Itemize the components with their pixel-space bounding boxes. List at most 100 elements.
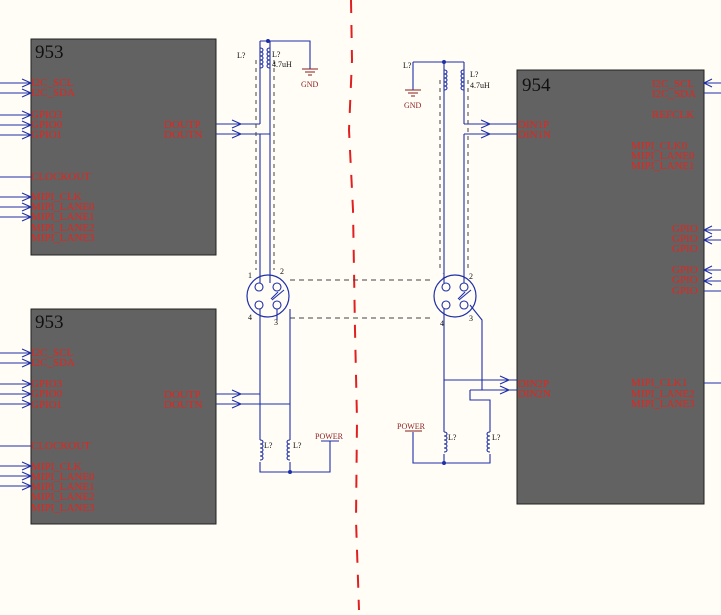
inductor-pair-left-top: L? L? 4.7uH GND (237, 39, 319, 134)
connector-pin-number: 2 (469, 272, 473, 281)
inductor-ref: L? (272, 50, 281, 59)
pin-label: DIN2P (518, 378, 549, 390)
pin-label: GPIO (672, 285, 698, 297)
inductor-value: 4.7uH (470, 81, 490, 90)
pin-label: I2C_SDA (31, 87, 75, 99)
pin-label: MIPI_CLK (31, 191, 82, 203)
pin-label: I2C_SCL (652, 78, 694, 90)
pin-label: GPIO (672, 264, 698, 276)
pin-label: MIPI_LANE3 (631, 398, 695, 410)
pin-label: GPIO (672, 274, 698, 286)
inductor-icon (266, 47, 271, 69)
pin-label: GPIO (672, 233, 698, 245)
inductor-ref: L? (403, 61, 412, 70)
pin-label: MIPI_CLK1 (631, 377, 687, 389)
pin-label: DOUTP (164, 119, 201, 131)
chip-pin-labels: I2C_SCL I2C_SDA REFCLK MIPI_CLK0 MIPI_LA… (518, 78, 698, 410)
pin-label: MIPI_LANE1 (31, 211, 95, 223)
inductor-ref: L? (492, 433, 501, 442)
chip-body (30, 38, 217, 256)
pin-label: MIPI_LANE2 (631, 388, 695, 400)
chip-pin-labels: I2C_SCL I2C_SDA GPIO3 GPIO0 GPIO1 CLOCKO… (31, 77, 203, 244)
pin-label: DOUTN (164, 399, 203, 411)
ground-icon (302, 68, 318, 76)
inductor-pair-right-top: L? L? 4.7uH GND (403, 60, 490, 134)
chip-output-pins (216, 389, 290, 409)
chip-title: 954 (522, 75, 551, 96)
inductor-ref: L? (448, 433, 457, 442)
pin-label: MIPI_LANE0 (31, 201, 95, 213)
connector-pin-number: 4 (440, 319, 444, 328)
chip-953-top: 953 I2C_SCL I2C_SDA GPIO3 GPIO0 GPIO1 CL… (0, 38, 270, 256)
inductor-icon (259, 47, 264, 69)
chip-body (516, 69, 705, 505)
inductor-pair-left-bottom: L? L? POWER (259, 394, 344, 474)
pin-label: GPIO3 (31, 378, 63, 390)
pin-label: CLOCKOUT (31, 440, 91, 452)
divider-line (347, 0, 360, 611)
pin-label: MIPI_LANE2 (31, 491, 95, 503)
power-label: POWER (397, 422, 426, 431)
pin-label: MIPI_LANE1 (31, 481, 95, 493)
inductor-icon (443, 69, 448, 91)
inductor-ref: L? (293, 441, 302, 450)
pin-label: MIPI_LANE3 (31, 232, 95, 244)
pin-label: DIN2N (518, 388, 551, 400)
chip-left-pins (0, 78, 33, 222)
chip-input-pins (444, 119, 517, 395)
pin-label: MIPI_LANE0 (631, 150, 695, 162)
pin-label: GPIO3 (31, 109, 63, 121)
pin-label: I2C_SCL (31, 77, 73, 89)
inductor-pair-right-bottom: L? L? POWER (397, 380, 501, 465)
pin-label: GPIO0 (31, 119, 63, 131)
pin-label: MIPI_LANE2 (31, 222, 95, 234)
pin-label: MIPI_LANE0 (31, 471, 95, 483)
chip-body (30, 308, 217, 525)
connector-pin-number: 3 (274, 318, 278, 327)
chip-right-pins (702, 78, 721, 384)
pin-label: GPIO (672, 223, 698, 235)
inductor-value: 4.7uH (272, 60, 292, 69)
chip-output-pins (216, 119, 270, 139)
ground-icon (405, 89, 421, 97)
connector-pin-number: 2 (280, 267, 284, 276)
inductor-icon (486, 431, 491, 453)
pin-label: CLOCKOUT (31, 171, 91, 183)
pin-label: DIN1N (518, 129, 551, 141)
inductor-icon (443, 431, 448, 453)
gnd-label: GND (404, 101, 422, 110)
pin-label: REFCLK (652, 109, 694, 121)
inductor-ref: L? (237, 51, 246, 60)
pin-label: MIPI_CLK (31, 461, 82, 473)
pin-label: GPIO1 (31, 129, 62, 141)
pin-label: DIN1P (518, 119, 549, 131)
chip-title: 953 (35, 42, 64, 63)
chip-title: 953 (35, 312, 64, 333)
pin-label: DOUTN (164, 129, 203, 141)
inductor-icon (259, 439, 264, 461)
pin-label: I2C_SCL (31, 347, 73, 359)
chip-953-bottom: 953 I2C_SCL I2C_SDA GPIO3 GPIO0 GPIO1 CL… (0, 308, 290, 525)
connector-left: 1 2 3 4 (246, 267, 290, 327)
connector-pin-number: 3 (469, 314, 473, 323)
chip-left-pins (0, 348, 33, 491)
chip-pin-labels: I2C_SCL I2C_SDA GPIO3 GPIO0 GPIO1 CLOCKO… (31, 347, 203, 514)
pin-label: MIPI_LANE1 (631, 160, 695, 172)
pin-label: GPIO0 (31, 388, 63, 400)
pin-label: DOUTP (164, 389, 201, 401)
pin-label: MIPI_LANE3 (31, 502, 95, 514)
pin-label: I2C_SDA (652, 88, 696, 100)
inductor-icon (286, 439, 291, 461)
pin-label: GPIO (672, 243, 698, 255)
connector-pin-number: 1 (248, 271, 252, 280)
inductor-ref: L? (264, 441, 273, 450)
inductor-icon (460, 69, 465, 91)
connector-pin-number: 4 (248, 313, 252, 322)
pin-label: MIPI_CLK0 (631, 140, 688, 152)
inductor-ref: L? (470, 70, 479, 79)
connector-wires (259, 134, 483, 404)
chip-954: 954 I2C_SCL I2C_SDA REFCLK MIPI_CLK0 MIP… (444, 69, 721, 505)
connector-right: 1 2 3 4 (433, 271, 477, 328)
